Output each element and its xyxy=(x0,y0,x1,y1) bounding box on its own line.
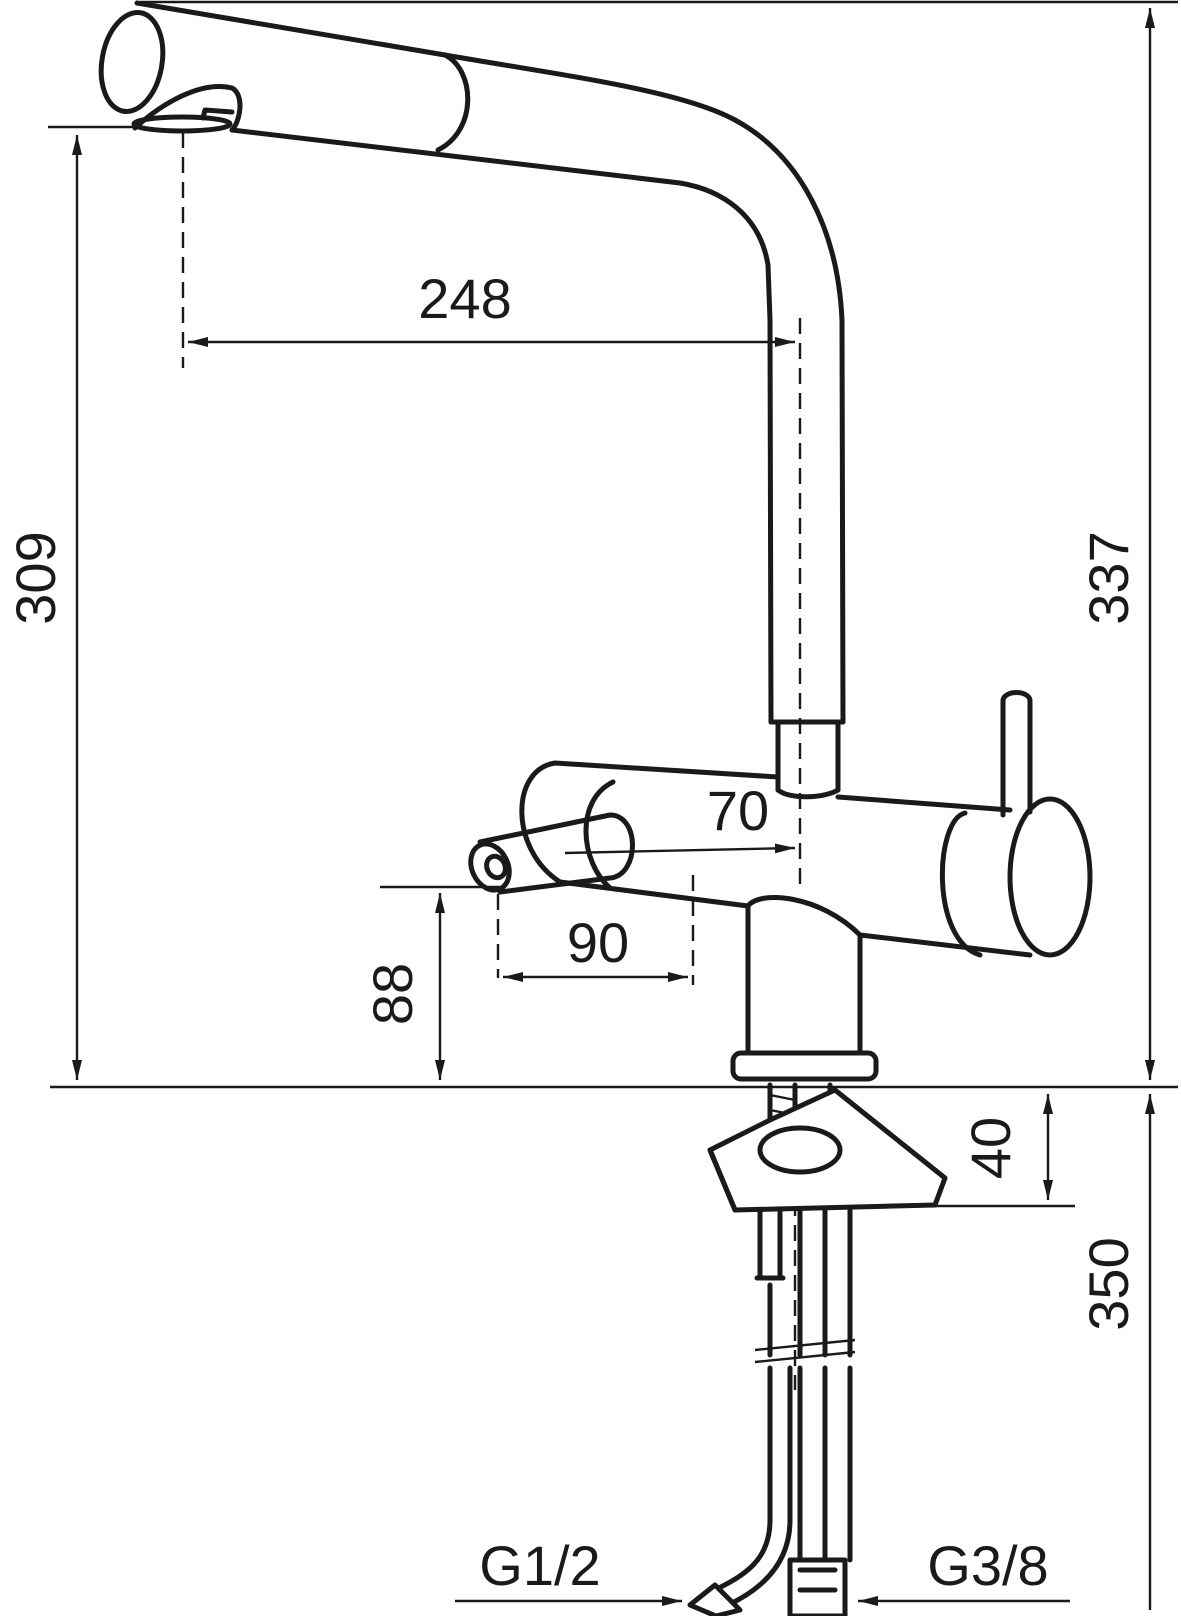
dim-70-label: 70 xyxy=(707,779,769,842)
side-spout xyxy=(477,812,635,895)
spout-nozzle xyxy=(132,84,243,133)
g38-label: G3/8 xyxy=(927,1534,1048,1597)
dim-337-label: 337 xyxy=(1077,531,1140,624)
column-collar-base xyxy=(775,787,841,800)
dim-88-label: 88 xyxy=(361,963,424,1025)
reference-lines xyxy=(48,0,1178,1390)
mounting-plate xyxy=(707,1087,948,1213)
faucet xyxy=(98,0,1093,1616)
fitting-left xyxy=(687,1582,743,1616)
spout-arm xyxy=(134,0,846,725)
mounting-plate-edge xyxy=(707,1147,738,1213)
handle-cylinder-body xyxy=(939,810,983,958)
g12-label: G1/2 xyxy=(479,1534,600,1597)
dim-90-label: 90 xyxy=(567,911,629,974)
spout-head-end xyxy=(98,9,166,115)
column-collar xyxy=(768,719,846,793)
side-spout-outlet-inner xyxy=(484,853,508,881)
dim-70-line xyxy=(564,843,796,855)
dim-350-label: 350 xyxy=(1077,1237,1140,1330)
fitting-right-thread xyxy=(797,1567,838,1593)
spout-aerator-tip xyxy=(200,107,235,121)
dimension-lines xyxy=(72,8,1155,1610)
dim-248-label: 248 xyxy=(418,267,511,330)
base-body xyxy=(745,895,863,1061)
side-spout-outlet xyxy=(468,841,512,893)
handle-cylinder-end xyxy=(1007,796,1093,958)
main-body xyxy=(519,760,1033,958)
spout-aerator xyxy=(131,114,233,134)
lever-handle xyxy=(1000,690,1033,818)
mounting-plate-hole xyxy=(757,1125,843,1175)
hoses xyxy=(712,1207,856,1608)
dimension-labels: 248 309 337 70 90 88 40 350 G1/2 G3/8 xyxy=(4,267,1140,1597)
spout-head-joint xyxy=(435,52,471,153)
dim-40-label: 40 xyxy=(959,1117,1022,1179)
dim-309-label: 309 xyxy=(4,531,67,624)
body-inner-curve xyxy=(583,779,616,891)
base-ring xyxy=(730,1050,879,1082)
